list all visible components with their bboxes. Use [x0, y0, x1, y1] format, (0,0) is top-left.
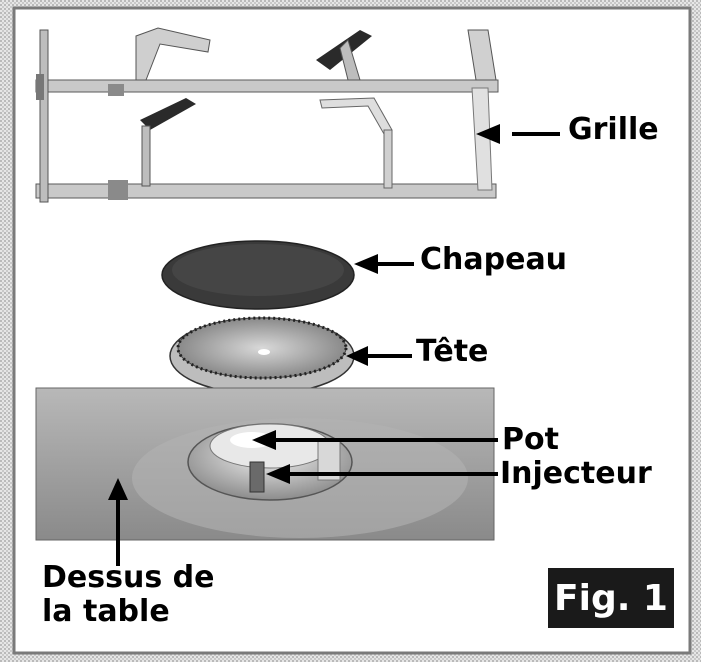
figure-badge: Fig. 1	[548, 568, 674, 628]
label-chapeau: Chapeau	[420, 242, 568, 277]
label-injecteur: Injecteur	[500, 456, 652, 491]
label-pot: Pot	[502, 422, 559, 457]
injecteur-nozzle	[249, 461, 265, 493]
label-grille: Grille	[568, 112, 659, 147]
label-dessus-line2: la table	[42, 594, 170, 629]
leader-arrows	[108, 124, 560, 566]
tete-burner-head	[169, 316, 355, 395]
grille-top-rail	[35, 79, 499, 93]
label-tete: Tête	[416, 334, 489, 369]
figure-label: Fig. 1	[554, 577, 668, 619]
grille-left-post	[39, 29, 49, 203]
label-dessus-line1: Dessus de	[42, 560, 215, 595]
grille-drawing	[35, 27, 499, 203]
inner-panel	[12, 6, 692, 655]
grille-bottom-rail	[35, 183, 497, 199]
